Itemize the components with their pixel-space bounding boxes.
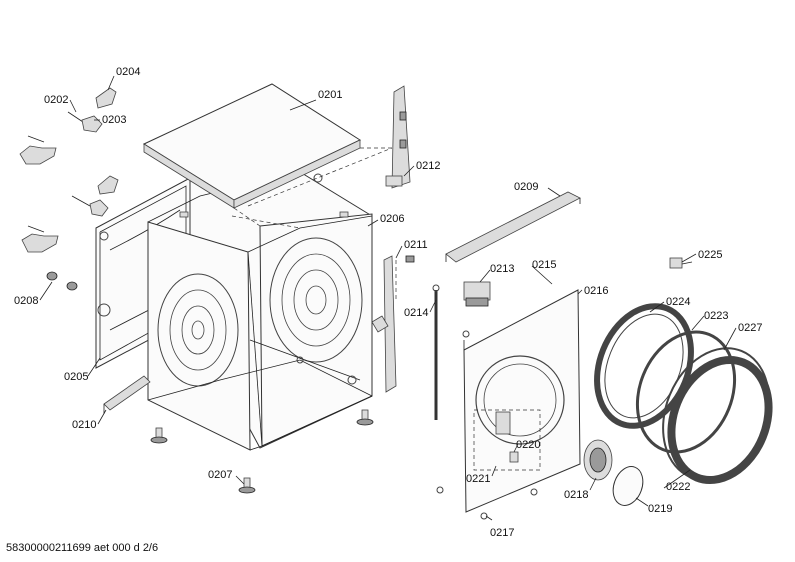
door-rings-drawing	[594, 303, 773, 485]
part-label-0209: 0209	[514, 181, 538, 193]
rod-drawing	[432, 284, 440, 420]
connector-drawing	[463, 281, 491, 307]
lock-drawing	[583, 439, 613, 481]
part-label-0217: 0217	[490, 527, 514, 539]
rear-strip-drawing	[385, 85, 411, 189]
alignment-lines	[231, 147, 397, 300]
part-labels: 0201 0202 0203 0204 0205 0206 0207 0208 …	[14, 66, 762, 539]
part-label-0213: 0213	[490, 263, 514, 275]
part-label-0205: 0205	[64, 371, 88, 383]
small-screws-drawing	[436, 330, 538, 520]
part-label-0202: 0202	[44, 94, 68, 106]
part-label-0216: 0216	[584, 285, 608, 297]
top-rail-drawing	[445, 191, 581, 263]
part-label-0204: 0204	[116, 66, 140, 78]
part-label-0218: 0218	[564, 489, 588, 501]
top-cover-drawing	[142, 83, 400, 227]
part-label-0214: 0214	[404, 307, 428, 319]
part-label-0208: 0208	[14, 295, 38, 307]
part-label-0221: 0221	[466, 473, 490, 485]
document-footer-code: 58300000211699 aet 000 d 2/6	[6, 542, 159, 554]
cabinet-drawing	[147, 171, 373, 451]
part-label-0212: 0212	[416, 160, 440, 172]
part-label-0203: 0203	[102, 114, 126, 126]
part-label-0206: 0206	[380, 213, 404, 225]
part-label-0211: 0211	[404, 239, 428, 251]
front-panel-drawing	[463, 289, 581, 513]
part-label-0219: 0219	[648, 503, 672, 515]
clip-drawing	[669, 257, 693, 269]
feet-drawing	[150, 409, 374, 494]
front-strip-drawing	[371, 255, 415, 393]
cap-drawing	[612, 466, 644, 506]
part-label-0227: 0227	[738, 322, 762, 334]
hinge-parts-drawing	[19, 87, 119, 291]
part-label-0225: 0225	[698, 249, 722, 261]
part-label-0210: 0210	[72, 419, 96, 431]
part-label-0222: 0222	[666, 481, 690, 493]
part-label-0220: 0220	[516, 439, 540, 451]
leader-lines	[39, 75, 737, 521]
bracket-drawing	[103, 375, 151, 414]
part-label-0201: 0201	[318, 89, 342, 101]
part-label-0224: 0224	[666, 296, 690, 308]
part-label-0215: 0215	[532, 259, 556, 271]
part-label-0223: 0223	[704, 310, 728, 322]
part-label-0207: 0207	[208, 469, 232, 481]
